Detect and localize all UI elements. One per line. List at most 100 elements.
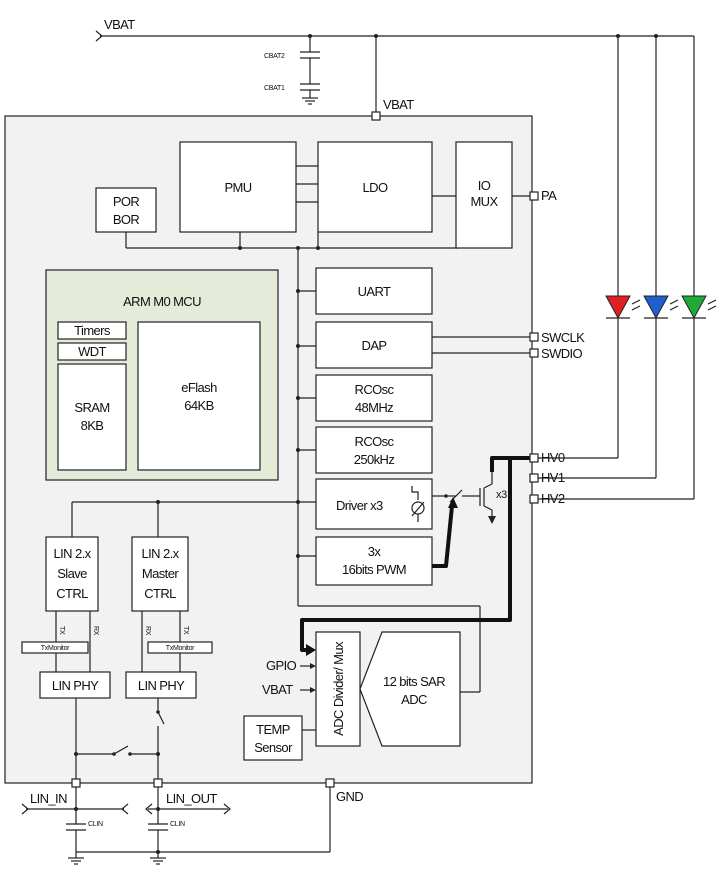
lin-bus-lines <box>74 698 165 780</box>
eflash-label: eFlash <box>181 380 217 395</box>
temp-sensor-block: TEMP Sensor <box>243 715 316 761</box>
cbat2-label: CBAT2 <box>264 53 285 60</box>
lin-master-label-3: CTRL <box>144 586 176 601</box>
right-pins: PA SWCLK SWDIO HV0 HV1 HV2 <box>529 188 586 506</box>
gnd-pin <box>325 778 335 788</box>
x3-label: x3 <box>496 489 507 501</box>
pmu-label: PMU <box>224 180 251 195</box>
rcosc-48mhz-block: RCOsc 48MHz <box>315 374 433 422</box>
lin-slave-label-2: Slave <box>57 566 87 581</box>
pwm-count-label: 3x <box>368 544 382 559</box>
txmonitor-master-block: TxMonitor <box>147 641 213 654</box>
driver-label: Driver x3 <box>336 498 383 513</box>
led-green-icon <box>681 295 717 320</box>
bottom-pins: LIN_IN LIN_OUT GND <box>30 778 364 806</box>
adc-mux-block: ADC Divider/ Mux <box>315 631 361 747</box>
lin-slave-label-3: CTRL <box>56 586 88 601</box>
io-label: IO <box>478 178 491 193</box>
clin-out-label: CLIN <box>170 821 185 828</box>
pwm-label: 16bits PWM <box>342 562 406 577</box>
sar-adc-block: 12 bits SAR ADC <box>359 631 461 747</box>
lin-slave-ctrl-block: LIN 2.x Slave CTRL <box>45 536 99 612</box>
internal-bus <box>71 165 530 693</box>
sensor-label: Sensor <box>254 740 293 755</box>
vbat-rail: VBAT <box>95 17 694 42</box>
adc-mux-label: ADC Divider/ Mux <box>331 641 346 736</box>
sar-adc-label: 12 bits SAR <box>383 674 445 689</box>
lin-out-label: LIN_OUT <box>166 791 217 806</box>
sram-size-label: 8KB <box>81 418 104 433</box>
lin-phy-slave-block: LIN PHY <box>39 671 111 699</box>
pwm-control-path <box>432 505 454 568</box>
sram-label: SRAM <box>74 400 109 415</box>
arm-mcu-block: ARM M0 MCU Timers WDT SRAM 8KB eFlash 64… <box>45 269 279 481</box>
rcosc-250khz-block: RCOsc 250kHz <box>315 426 433 474</box>
adc-label: ADC <box>401 692 427 707</box>
lin-phy-master-block: LIN PHY <box>125 671 197 699</box>
eflash-size-label: 64KB <box>184 398 213 413</box>
timers-block <box>57 321 127 340</box>
pa-pin <box>529 191 539 201</box>
dap-label: DAP <box>362 338 387 353</box>
swdio-pin <box>529 348 539 358</box>
dap-block: DAP <box>315 321 530 369</box>
por-label: POR <box>113 194 140 209</box>
txmonitor-slave-label: TxMonitor <box>41 645 70 652</box>
wdt-block <box>57 342 127 361</box>
lin-slave-label-1: LIN 2.x <box>54 546 92 561</box>
rcosc1-label: RCOsc <box>355 382 395 397</box>
clin-in-label: CLIN <box>88 821 103 828</box>
txmonitor-master-label: TxMonitor <box>166 645 195 652</box>
rcosc2-label: RCOsc <box>355 434 395 449</box>
hv1-label: HV1 <box>541 470 565 485</box>
swdio-label: SWDIO <box>541 346 583 361</box>
gpio-label: GPIO <box>266 658 297 673</box>
vbat-adc-label: VBAT <box>262 682 293 697</box>
sram-block <box>57 363 127 471</box>
lin-in-pin <box>71 778 81 788</box>
eflash-block <box>137 321 261 471</box>
hv-outputs <box>530 36 695 500</box>
slave-tx-label: TX <box>58 626 65 635</box>
rcosc2-freq-label: 250kHz <box>354 452 395 467</box>
hv1-pin <box>529 473 539 483</box>
master-rx-label: RX <box>144 626 151 636</box>
bor-label: BOR <box>113 212 140 227</box>
swclk-pin <box>529 332 539 342</box>
lin-in-label: LIN_IN <box>30 791 67 806</box>
io-mux-block: IO MUX <box>455 141 513 249</box>
rcosc1-freq-label: 48MHz <box>355 400 393 415</box>
led-blue-icon <box>643 295 679 320</box>
timers-label: Timers <box>74 323 111 338</box>
temp-label: TEMP <box>256 722 290 737</box>
uart-label: UART <box>358 284 391 299</box>
txmonitor-slave-block: TxMonitor <box>21 641 89 654</box>
adc-inputs: GPIO VBAT <box>262 658 316 697</box>
uart-block: UART <box>315 267 433 315</box>
pwm-block: 3x 16bits PWM <box>315 536 433 586</box>
lin-master-ctrl-block: LIN 2.x Master CTRL <box>131 536 189 612</box>
cbat1-label: CBAT1 <box>264 85 285 92</box>
lin-master-label-1: LIN 2.x <box>142 546 180 561</box>
hv0-label: HV0 <box>541 450 565 465</box>
mux-label: MUX <box>470 194 498 209</box>
lin-master-label-2: Master <box>142 566 179 581</box>
hv-switch: x3 <box>444 470 508 524</box>
lin-phy-master-label: LIN PHY <box>138 678 185 693</box>
mcu-title: ARM M0 MCU <box>123 294 201 309</box>
ldo-label: LDO <box>363 180 388 195</box>
master-tx-label: TX <box>182 626 189 635</box>
vbat-pin <box>371 111 381 121</box>
hv2-label: HV2 <box>541 491 565 506</box>
lin-external: CLIN CLIN <box>21 787 331 865</box>
hv-to-adc-bus <box>300 456 530 652</box>
vbat-top-label: VBAT <box>104 17 135 32</box>
slave-rx-label: RX <box>92 626 99 636</box>
vbat-pin-label: VBAT <box>383 97 414 112</box>
lin-phy-slave-label: LIN PHY <box>52 678 99 693</box>
wdt-label: WDT <box>78 344 106 359</box>
swclk-label: SWCLK <box>541 330 585 345</box>
pmu-block: PMU <box>179 141 297 233</box>
hv2-pin <box>529 494 539 504</box>
